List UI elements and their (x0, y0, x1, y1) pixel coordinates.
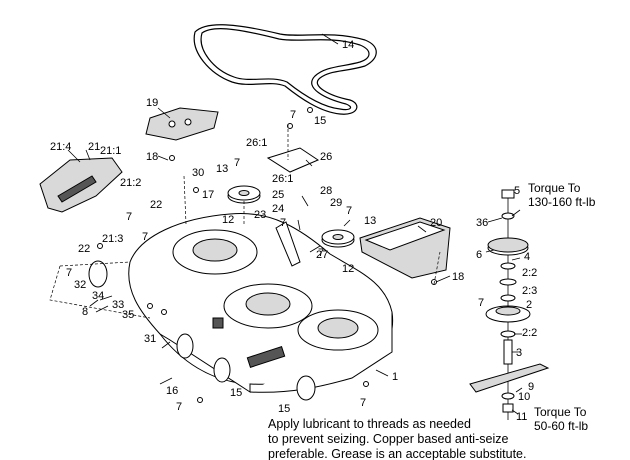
callout-31: 31 (144, 333, 156, 345)
callout-12: 12 (342, 263, 354, 275)
callout-22: 22 (150, 199, 162, 211)
callout-1: 1 (392, 371, 398, 383)
callout-4: 4 (524, 251, 530, 263)
callout-7: 7 (142, 231, 148, 243)
callout-2: 2 (526, 299, 532, 311)
callout-labels: 14 19 18 7 15 21:4 21 21:1 26:1 26 7 13 … (50, 39, 537, 423)
callout-7: 7 (126, 211, 132, 223)
callout-29: 29 (330, 197, 342, 209)
callout-28: 28 (320, 185, 332, 197)
callout-34: 34 (92, 290, 104, 302)
torque-spec-top: Torque To 130-160 ft-lb (528, 181, 596, 209)
note-line2: to prevent seizing. Copper based anti-se… (268, 432, 508, 446)
callout-2-2: 2:2 (522, 267, 537, 279)
lubricant-note: Apply lubricant to threads as needed to … (268, 417, 526, 460)
callout-7: 7 (66, 267, 72, 279)
belt-cover-left (39, 157, 123, 213)
belt-cover-right (359, 217, 451, 279)
callout-7: 7 (360, 397, 366, 409)
idler-pulley-left (227, 185, 261, 204)
callout-25: 25 (272, 189, 284, 201)
callout-22: 22 (78, 243, 90, 255)
torque-top-line1: Torque To (528, 181, 581, 195)
callout-33: 33 (112, 299, 124, 311)
callout-7: 7 (346, 205, 352, 217)
callout-14: 14 (342, 39, 354, 51)
hardware-bolts (97, 107, 437, 403)
torque-bottom-line2: 50-60 ft-lb (534, 419, 588, 433)
callout-21-1: 21:1 (100, 145, 121, 157)
callout-10: 10 (518, 391, 530, 403)
assembly-dashed-lines (49, 124, 441, 319)
callout-26-1: 26:1 (272, 173, 293, 185)
callout-7: 7 (478, 297, 484, 309)
callout-11: 11 (516, 411, 527, 423)
callout-18: 18 (146, 151, 158, 163)
callout-16: 16 (166, 385, 178, 397)
callout-35: 35 (122, 309, 134, 321)
torque-top-line2: 130-160 ft-lb (528, 195, 596, 209)
callout-24: 24 (272, 203, 284, 215)
callout-2-3: 2:3 (522, 285, 537, 297)
callout-21-3: 21:3 (102, 233, 123, 245)
callout-30: 30 (192, 167, 204, 179)
callout-21-2: 21:2 (120, 177, 141, 189)
belt-cover-right-top (145, 107, 219, 141)
callout-15: 15 (314, 115, 326, 127)
note-line3: preferable. Grease is an acceptable subs… (268, 447, 526, 460)
callout-26: 26 (320, 151, 332, 163)
callout-27: 27 (316, 249, 328, 261)
spindle-assembly (469, 189, 550, 420)
callout-26-1: 26:1 (246, 137, 267, 149)
callout-23: 23 (254, 209, 266, 221)
leader-lines (67, 33, 523, 415)
idler-arm (266, 147, 320, 267)
callout-36: 36 (476, 217, 488, 229)
note-line1: Apply lubricant to threads as needed (268, 417, 471, 431)
callout-6: 6 (476, 249, 482, 261)
deck-wheels (88, 260, 316, 401)
callout-32: 32 (74, 279, 86, 291)
callout-7: 7 (318, 247, 324, 259)
callout-2-2: 2:2 (522, 327, 537, 339)
callout-5: 5 (514, 185, 520, 197)
mower-deck-housing (128, 212, 394, 393)
callout-7: 7 (290, 109, 296, 121)
torque-spec-bottom: Torque To 50-60 ft-lb (534, 405, 588, 433)
callout-15: 15 (278, 403, 290, 415)
callout-8: 8 (82, 306, 88, 318)
callout-13: 13 (216, 163, 228, 175)
callout-21-4: 21:4 (50, 141, 71, 153)
torque-bottom-line1: Torque To (534, 405, 587, 419)
callout-17: 17 (202, 189, 214, 201)
callout-21: 21 (88, 141, 100, 153)
callout-13: 13 (364, 215, 376, 227)
callout-9: 9 (528, 381, 534, 393)
callout-7: 7 (176, 401, 182, 413)
callout-18: 18 (452, 271, 464, 283)
idler-pulley-right (321, 229, 355, 248)
callout-20: 20 (430, 217, 442, 229)
callout-3: 3 (516, 347, 522, 359)
callout-12: 12 (222, 214, 234, 226)
callout-19: 19 (146, 97, 158, 109)
callout-15: 15 (230, 387, 242, 399)
callout-7: 7 (280, 217, 286, 229)
callout-7: 7 (234, 157, 240, 169)
drive-belt (193, 24, 377, 115)
